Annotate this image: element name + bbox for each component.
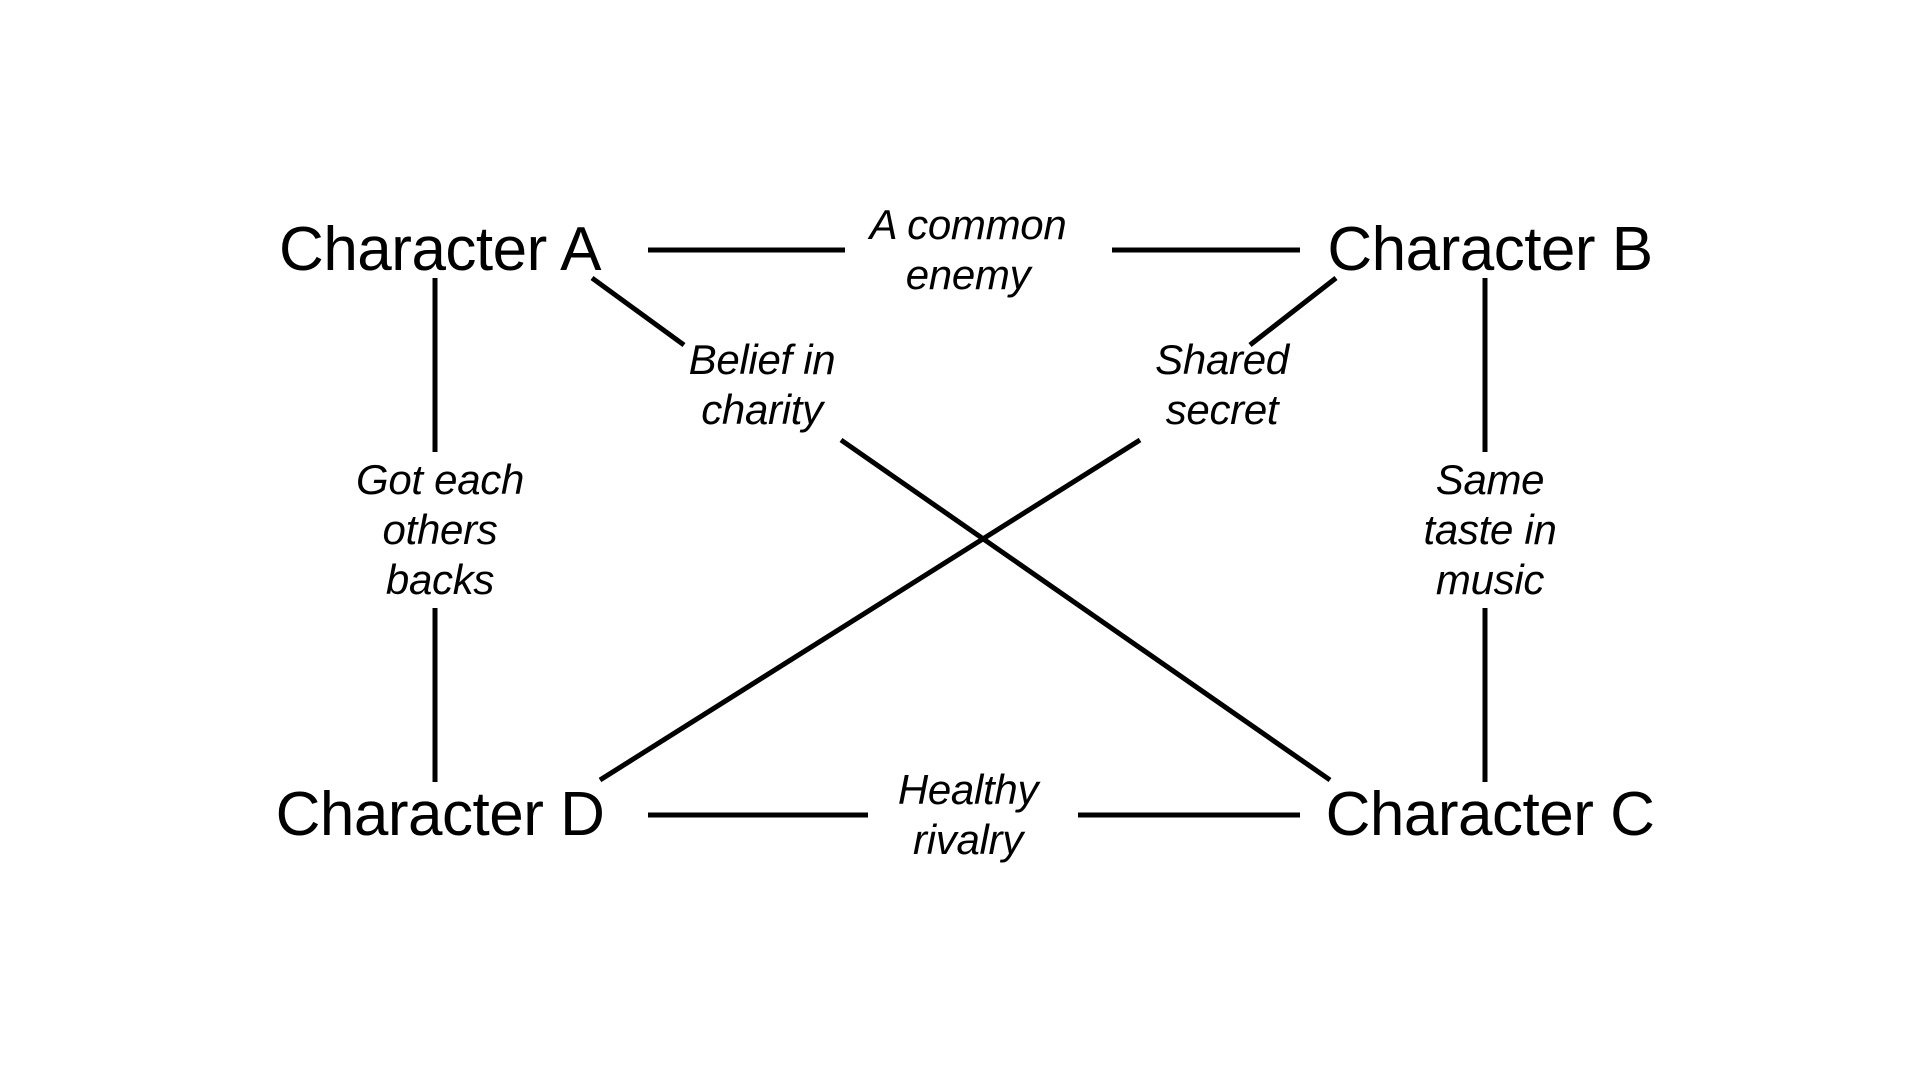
edge-line-b-d-lower [598, 437, 1142, 783]
edge-label-b-c: Same taste in music [1423, 456, 1557, 603]
edge-label-b-d: Shared secret [1155, 336, 1289, 433]
node-character-b[interactable]: Character B [1327, 215, 1653, 284]
edge-label-d-c: Healthy rivalry [897, 766, 1039, 863]
edge-label-a-b: A common enemy [869, 201, 1067, 298]
edge-line-a-c-upper [590, 275, 686, 348]
edge-label-a-c: Belief in charity [688, 336, 836, 433]
edge-line-a-c-lower [839, 437, 1332, 783]
node-character-a[interactable]: Character A [279, 215, 601, 284]
node-character-c[interactable]: Character C [1325, 780, 1655, 849]
edge-line-b-d-upper [1248, 276, 1338, 347]
node-character-d[interactable]: Character D [275, 780, 605, 849]
edge-label-a-d: Got each others backs [355, 456, 525, 603]
